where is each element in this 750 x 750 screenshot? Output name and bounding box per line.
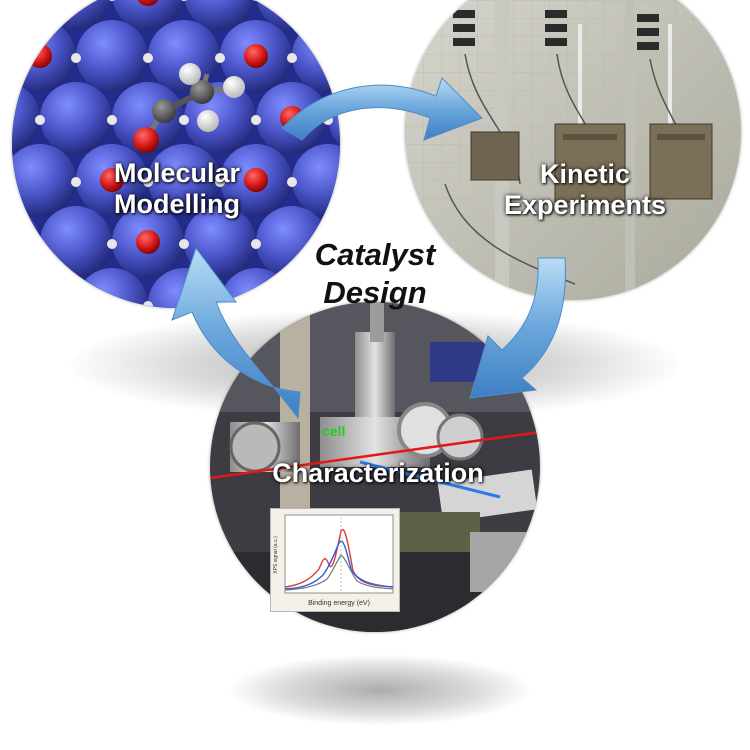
hydrogen-atom <box>143 177 153 187</box>
hydrogen-atom <box>71 53 81 63</box>
xps-inset-plot: Binding energy (eV) XPS signal (a.u.) <box>270 508 400 612</box>
metal-atom <box>292 20 340 92</box>
metal-atom <box>112 0 184 30</box>
metal-atom <box>40 206 112 278</box>
cell-label: cell <box>322 423 345 439</box>
metal-atom <box>40 0 112 30</box>
characterization-label: Characterization <box>272 458 484 488</box>
hydrogen-atom <box>37 0 43 1</box>
molecular-label-line2: Modelling <box>114 189 240 220</box>
metal-atom <box>256 0 328 30</box>
hydrogen-atom <box>323 239 333 249</box>
molecular-model-image <box>12 0 340 308</box>
oxygen-atom <box>280 106 304 130</box>
metal-atom <box>40 82 112 154</box>
hydrogen-atom <box>71 301 81 308</box>
hydrogen-atom <box>251 115 261 125</box>
hydrogen-atom <box>35 239 45 249</box>
metal-atom <box>76 20 148 92</box>
center-title-line1: Catalyst <box>314 237 436 272</box>
hydrogen-atom <box>143 53 153 63</box>
oxygen-atom <box>244 168 268 192</box>
oxygen-atom <box>136 230 160 254</box>
lab-rig-image <box>405 0 741 300</box>
metal-atom <box>12 268 76 308</box>
hydrogen-atom <box>323 115 333 125</box>
xps-spectrum-graphic: Binding energy (eV) XPS signal (a.u.) <box>273 514 394 607</box>
hydrogen-atom <box>109 0 115 1</box>
hydrogen-atom <box>143 301 153 308</box>
hydrogen-atom <box>71 177 81 187</box>
metal-atom <box>292 268 340 308</box>
hydrogen-atom <box>287 177 297 187</box>
kinetic-experiments-label: Kinetic Experiments <box>465 159 705 221</box>
hydrogen-atom <box>287 53 297 63</box>
metal-atom <box>12 82 40 154</box>
metal-atom <box>12 144 76 216</box>
metal-atom <box>328 215 340 269</box>
metal-atom <box>76 268 148 308</box>
center-title: Catalyst Design <box>290 236 460 312</box>
metal-atom <box>12 206 40 278</box>
molecular-label-line1: Molecular <box>113 158 241 188</box>
oxygen-atom <box>137 0 159 6</box>
oxygen-atom <box>28 44 52 68</box>
metal-atom <box>184 0 256 30</box>
metal-atom <box>12 0 40 30</box>
oxygen-atom <box>100 168 124 192</box>
kinetic-label-line1: Kinetic <box>539 159 631 189</box>
molecular-modelling-label: Molecular Modelling <box>72 158 282 220</box>
hydrogen-atom <box>253 0 259 1</box>
metal-atom <box>148 20 220 92</box>
metal-atom <box>292 144 340 216</box>
inset-ylabel: XPS signal (a.u.) <box>273 536 279 574</box>
kinetic-experiments-node: Kinetic Experiments <box>405 0 741 300</box>
oxygen-atom <box>244 44 268 68</box>
hydrogen-atom <box>325 0 331 1</box>
hydrogen-atom <box>35 115 45 125</box>
shadow-bottom <box>230 655 530 725</box>
kinetic-label-line2: Experiments <box>503 190 667 221</box>
hydrogen-atom <box>107 239 117 249</box>
metal-atom <box>148 144 220 216</box>
hydrogen-atom <box>251 239 261 249</box>
hydrogen-atom <box>179 115 189 125</box>
hydrogen-atom <box>215 53 225 63</box>
hydrogen-atom <box>107 115 117 125</box>
adsorbed-molecule <box>133 63 245 153</box>
molecular-modelling-node: Molecular Modelling <box>12 0 340 308</box>
hydrogen-atom <box>179 239 189 249</box>
hydrogen-atom <box>181 0 187 1</box>
inset-xlabel: Binding energy (eV) <box>308 600 370 607</box>
center-title-line2: Design <box>323 274 427 310</box>
metal-atom <box>328 0 340 21</box>
hydrogen-atom <box>215 177 225 187</box>
